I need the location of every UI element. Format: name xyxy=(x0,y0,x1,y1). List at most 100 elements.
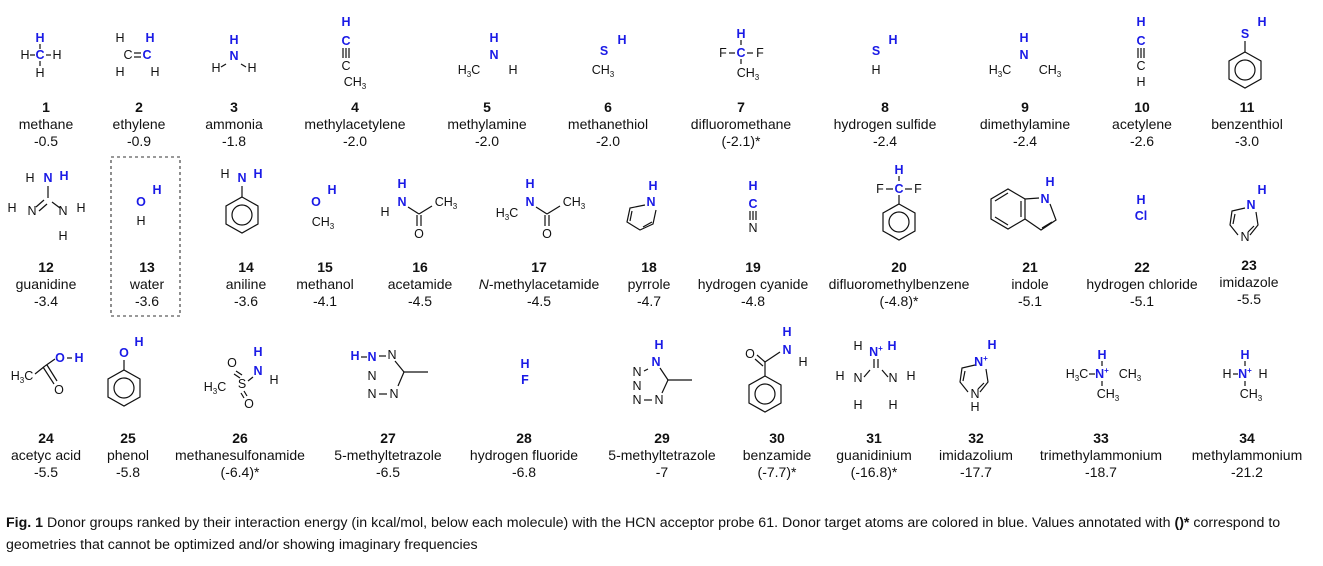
molecule-number: 28 xyxy=(516,430,532,446)
molecule-energy: -4.8 xyxy=(741,293,765,309)
molecule-number: 30 xyxy=(769,430,785,446)
svg-text:O: O xyxy=(414,227,424,241)
svg-text:H3C: H3C xyxy=(1066,367,1089,383)
svg-text:F: F xyxy=(521,373,529,387)
molecule-name: difluoromethylbenzene xyxy=(829,276,970,292)
svg-text:F: F xyxy=(876,182,884,196)
molecule-energy: -5.1 xyxy=(1130,293,1154,309)
svg-text:H: H xyxy=(145,31,154,45)
svg-text:H: H xyxy=(211,61,220,75)
structure-15-methanol: H O CH3 xyxy=(311,183,336,231)
svg-text:F: F xyxy=(914,182,922,196)
structure-26-methanesulfonamide: H N H O S H3C O xyxy=(204,345,279,411)
svg-text:N+: N+ xyxy=(869,344,883,359)
molecule-number: 27 xyxy=(380,430,396,446)
molecule-number: 22 xyxy=(1134,259,1150,275)
svg-text:H: H xyxy=(853,398,862,412)
svg-text:H: H xyxy=(736,27,745,41)
svg-text:N: N xyxy=(1019,48,1028,62)
molecule-energy: -3.6 xyxy=(234,293,258,309)
svg-text:N: N xyxy=(1246,198,1255,212)
svg-text:H: H xyxy=(220,167,229,181)
svg-text:H: H xyxy=(269,373,278,387)
molecule-number: 9 xyxy=(1021,99,1029,115)
structure-25-phenol: H O xyxy=(107,335,144,407)
molecule-energy: -3.6 xyxy=(135,293,159,309)
structure-33-trimethylammonium: H H3C N+ CH3 CH3 xyxy=(1066,348,1142,403)
svg-text:N: N xyxy=(1240,230,1249,244)
structure-8-hydrogen-sulfide: H S H xyxy=(871,33,897,77)
svg-text:Cl: Cl xyxy=(1135,209,1148,223)
structure-3-ammonia: H N H H xyxy=(211,33,256,75)
structure-18-pyrrole: H N xyxy=(626,179,658,231)
svg-text:H: H xyxy=(1097,348,1106,362)
molecule-number: 2 xyxy=(135,99,143,115)
molecule-energy: -0.9 xyxy=(127,133,151,149)
svg-text:H: H xyxy=(853,339,862,353)
molecule-number: 18 xyxy=(641,259,657,275)
svg-text:H: H xyxy=(58,229,67,243)
svg-text:H: H xyxy=(489,31,498,45)
svg-text:H: H xyxy=(617,33,626,47)
molecule-energy: -5.5 xyxy=(34,464,58,480)
molecule-name: acetamide xyxy=(388,276,453,292)
svg-text:H: H xyxy=(25,171,34,185)
svg-text:S: S xyxy=(600,44,608,58)
molecule-number: 14 xyxy=(238,259,254,275)
svg-text:CH3: CH3 xyxy=(592,63,615,79)
structure-19-hydrogen-cyanide: H C N xyxy=(748,179,757,235)
svg-text:H: H xyxy=(35,66,44,80)
svg-text:N: N xyxy=(748,221,757,235)
svg-text:CH3: CH3 xyxy=(1039,63,1062,79)
svg-text:H: H xyxy=(888,398,897,412)
molecule-number: 20 xyxy=(891,259,907,275)
svg-text:H: H xyxy=(341,15,350,29)
structure-21-indole: H N xyxy=(990,175,1057,231)
structure-27-5-methyltetrazole: H N N N N N xyxy=(350,348,428,401)
molecule-energy: -5.1 xyxy=(1018,293,1042,309)
structure-17-n-methylacetamide: H N H3C CH3 O xyxy=(496,177,586,241)
svg-text:H3C: H3C xyxy=(989,63,1012,79)
caption-text-a: Donor groups ranked by their interaction… xyxy=(43,515,1175,531)
svg-text:O: O xyxy=(227,356,237,370)
svg-text:C: C xyxy=(894,182,903,196)
molecule-name: N-methylacetamide xyxy=(479,276,600,292)
svg-text:H: H xyxy=(115,65,124,79)
svg-text:H: H xyxy=(987,338,996,352)
molecule-energy: -0.5 xyxy=(34,133,58,149)
molecule-name: guanidinium xyxy=(836,447,912,463)
molecule-energy: -2.6 xyxy=(1130,133,1154,149)
svg-text:CH3: CH3 xyxy=(344,75,367,91)
svg-text:N: N xyxy=(387,348,396,362)
svg-text:H: H xyxy=(74,351,83,365)
svg-text:H: H xyxy=(748,179,757,193)
svg-text:H: H xyxy=(115,31,124,45)
svg-text:H: H xyxy=(1222,367,1231,381)
svg-text:N: N xyxy=(632,379,641,393)
svg-text:H3C: H3C xyxy=(496,206,519,222)
svg-text:O: O xyxy=(244,397,254,411)
structure-6-methanethiol: H S CH3 xyxy=(592,33,627,79)
svg-text:S: S xyxy=(872,44,880,58)
svg-text:H: H xyxy=(59,169,68,183)
molecule-name: 5-methyltetrazole xyxy=(608,447,716,463)
structure-24-acetic-acid: H3C O H O xyxy=(11,351,84,397)
molecule-number: 1 xyxy=(42,99,50,115)
structure-32-imidazolium: H N+ N H xyxy=(959,338,997,414)
svg-text:N: N xyxy=(632,393,641,407)
molecule-number: 6 xyxy=(604,99,612,115)
structure-23-imidazole: H N N xyxy=(1229,183,1267,244)
svg-text:H: H xyxy=(397,177,406,191)
molecule-name: methylammonium xyxy=(1192,447,1302,463)
structure-10-acetylene: H C C H xyxy=(1136,15,1145,89)
molecule-energy: -2.0 xyxy=(596,133,620,149)
molecule-name: benzamide xyxy=(743,447,812,463)
molecule-energy: (-6.4)* xyxy=(221,464,260,480)
molecule-label-17: 17N-methylacetamide-4.5 xyxy=(479,259,600,309)
